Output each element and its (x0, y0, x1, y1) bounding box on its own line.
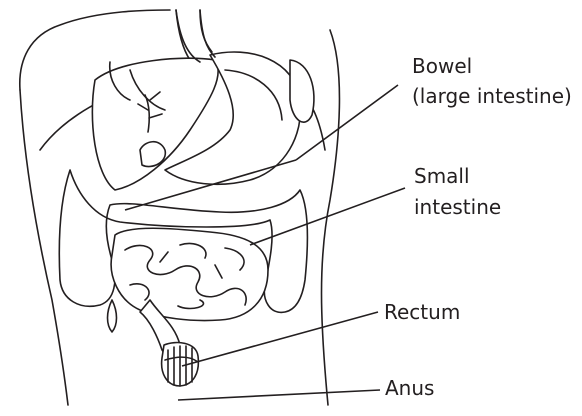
appendix (108, 300, 117, 332)
rectum-shape (162, 343, 199, 386)
label-large-intestine: (large intestine) (412, 82, 572, 110)
oesophagus (176, 10, 215, 62)
label-rectum: Rectum (384, 298, 460, 326)
label-bowel: Bowel (412, 52, 472, 80)
label-small-intestine-line2: intestine (414, 193, 501, 221)
label-anus: Anus (385, 374, 434, 402)
small-intestine (111, 228, 268, 320)
spleen (290, 60, 314, 122)
anus-leader-line (178, 390, 380, 400)
label-small-intestine-line1: Small (414, 162, 470, 190)
